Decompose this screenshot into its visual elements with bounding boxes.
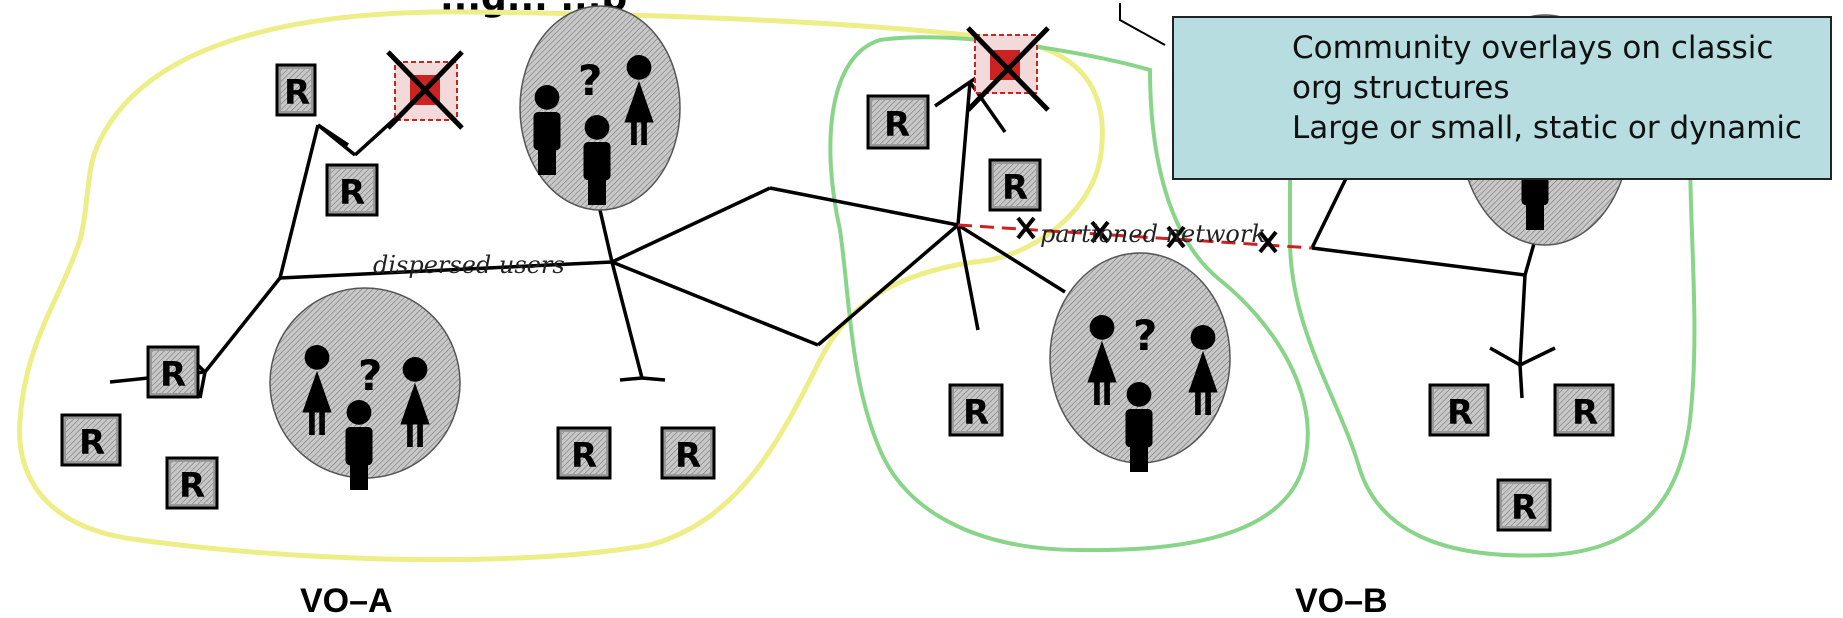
link-break-marks <box>1016 216 1278 254</box>
vo-b-label: VO–B <box>1295 582 1388 618</box>
resource-node: R <box>948 383 1004 437</box>
resource-node: R <box>660 426 716 480</box>
svg-text:R: R <box>571 436 597 476</box>
svg-text:R: R <box>79 423 105 463</box>
network-links <box>109 53 1556 399</box>
svg-text:R: R <box>675 436 701 476</box>
resource-node: R <box>1428 383 1490 437</box>
svg-text:R: R <box>884 105 910 145</box>
resource-node: R <box>1496 478 1552 532</box>
resource-node: R <box>275 63 317 117</box>
callout-line: org structures <box>1292 70 1510 106</box>
svg-text:?: ? <box>1133 311 1157 360</box>
svg-text:?: ? <box>578 56 602 105</box>
resource-node: R <box>556 426 612 480</box>
resource-node: R <box>146 345 200 399</box>
user-group-b-bottom: ? <box>1049 252 1231 472</box>
svg-text:?: ? <box>358 351 382 400</box>
vo-a-label: VO–A <box>300 582 393 618</box>
label-partitioned-network: partioned network <box>1040 220 1266 248</box>
svg-text:R: R <box>339 173 365 213</box>
svg-text:R: R <box>1511 488 1537 528</box>
resource-node: R <box>60 413 122 467</box>
callout-line: Large or small, static or dynamic <box>1292 110 1802 146</box>
label-dispersed-users: dispersed users <box>373 251 565 279</box>
failed-resource-a <box>386 50 464 130</box>
resource-node: R <box>1553 383 1615 437</box>
user-group-a-top: ? <box>519 5 681 211</box>
resource-node: R <box>325 163 379 217</box>
callout-line: Community overlays on classic <box>1292 30 1774 66</box>
resource-node: R <box>988 158 1042 212</box>
svg-text:R: R <box>179 466 205 506</box>
resource-nodes: R R R R R <box>60 63 1615 532</box>
svg-text:R: R <box>963 393 989 433</box>
svg-text:R: R <box>284 73 310 113</box>
vo-b-boundary-left <box>828 35 1310 553</box>
callout-pointer-line <box>1119 3 1166 46</box>
svg-text:R: R <box>1447 393 1473 433</box>
user-group-a-bottom: ? <box>269 287 461 490</box>
resource-node: R <box>165 456 219 510</box>
svg-text:R: R <box>1002 168 1028 208</box>
callout-box: Community overlays on classic org struct… <box>1172 16 1832 180</box>
resource-node: R <box>866 94 930 150</box>
partitioned-link <box>957 223 1313 250</box>
svg-text:R: R <box>1572 393 1598 433</box>
failed-resource-b <box>966 26 1050 112</box>
svg-text:R: R <box>160 355 186 395</box>
